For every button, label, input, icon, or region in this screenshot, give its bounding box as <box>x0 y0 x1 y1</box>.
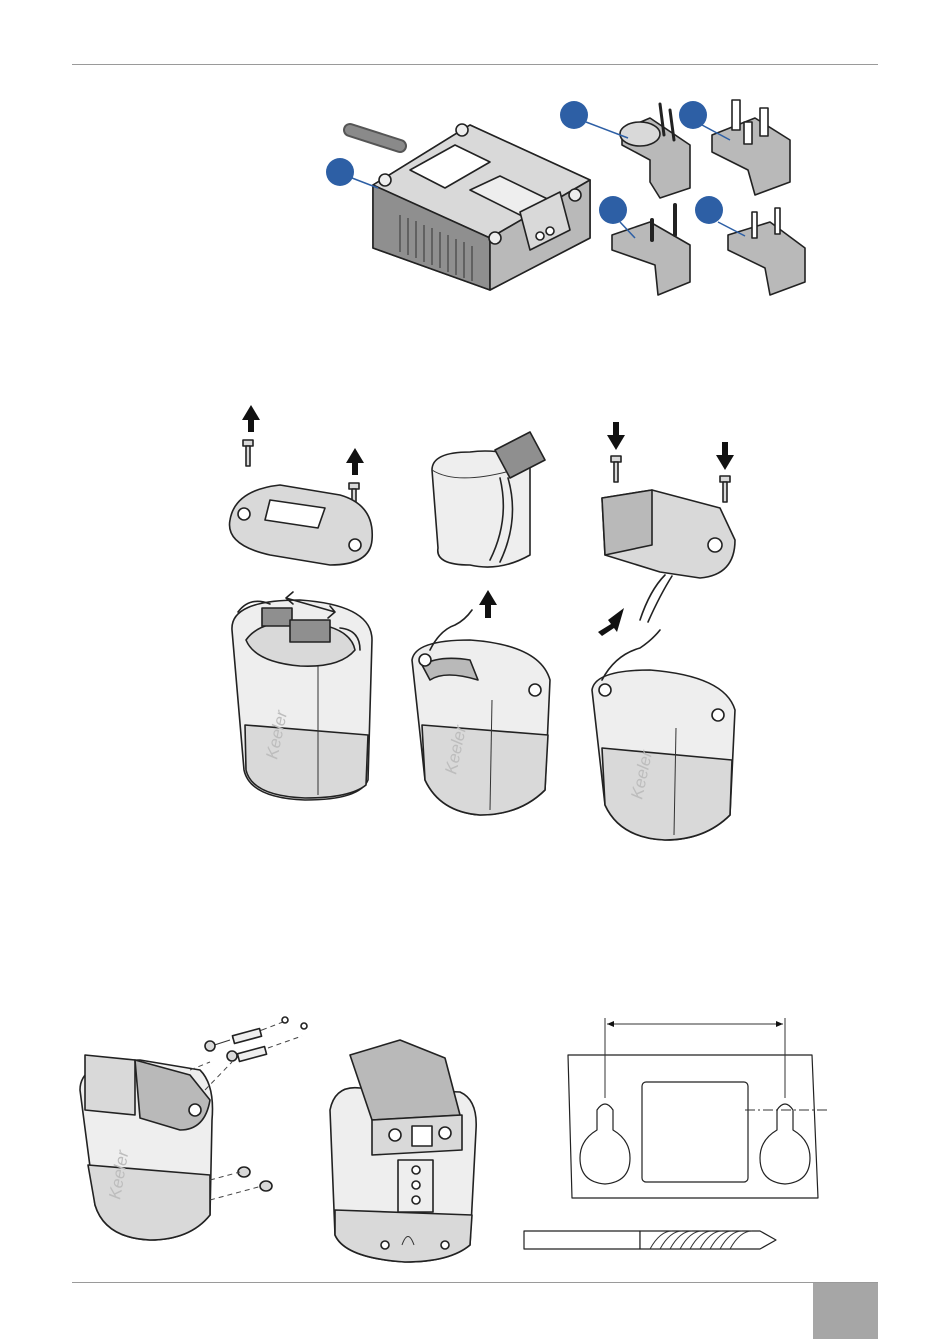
wall-mount-figure: Keeler <box>80 1017 828 1262</box>
arrow-up-icon <box>479 590 497 618</box>
drill-bit <box>524 1231 776 1249</box>
arrow-up-icon <box>242 405 260 432</box>
mount-exploded: Keeler <box>80 1017 307 1240</box>
charger-figure <box>326 100 805 295</box>
arrow-up-icon <box>346 448 364 475</box>
adapter-us <box>728 208 805 295</box>
step-2: Keeler <box>412 432 550 815</box>
battery-replacement-figure: Keeler Keeler <box>230 405 736 840</box>
adapter-uk <box>712 100 790 195</box>
arrow-down-icon <box>716 442 734 470</box>
drilling-template <box>568 1018 828 1198</box>
arrow-down-icon <box>607 422 625 450</box>
step-3: Keeler <box>592 422 735 840</box>
step-1: Keeler <box>230 405 373 800</box>
arrow-down-left-icon <box>598 608 624 636</box>
mount-front <box>330 1040 476 1262</box>
